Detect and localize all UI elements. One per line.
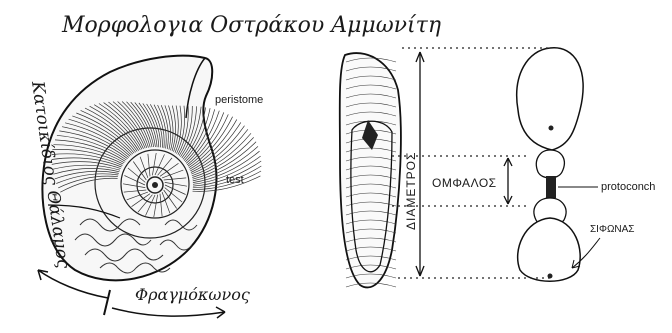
umbilicus-label: ΟΜΦΑΛΟΣ [432, 176, 497, 190]
shell-lateral-view [43, 56, 262, 281]
transverse-section [517, 48, 583, 281]
phragmocone-label: Φραγμόκωνος [135, 285, 250, 304]
phragmocone-arrow [112, 308, 225, 316]
outer-whorl-lower [518, 218, 581, 281]
middle-whorl-upper [536, 150, 564, 178]
protoconch-label: protoconch [601, 181, 655, 193]
siphuncle-dot-top [549, 126, 554, 131]
division-tick [104, 290, 110, 315]
diameter-label: ΔΙΑΜΕΤΡΟΣ [404, 152, 418, 230]
outer-whorl-section [517, 48, 583, 150]
shell-section-view [340, 53, 401, 287]
test-label: test [226, 174, 244, 186]
diagram-title: Μορφολογια Οστράκου Αμμωνίτη [61, 13, 441, 38]
siphuncle-label: ΣΙΦΩΝΑΣ [590, 224, 635, 235]
peristome-label: peristome [215, 94, 263, 106]
protoconch [546, 176, 556, 198]
whorl-core [152, 182, 158, 188]
